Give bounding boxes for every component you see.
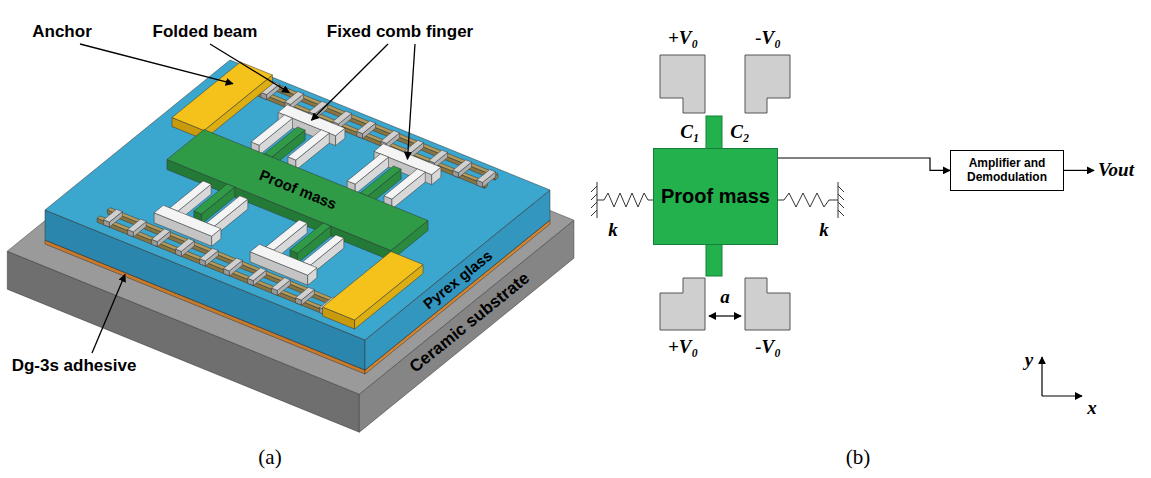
voltage-label: -V₀ xyxy=(755,337,781,358)
electrode xyxy=(660,278,705,330)
box-text: Proof mass xyxy=(661,185,770,208)
beam-rung xyxy=(152,229,171,242)
anchor xyxy=(323,252,423,321)
signal-label: Vout xyxy=(1098,160,1134,181)
axis-label: y xyxy=(1025,350,1033,371)
fixed-comb xyxy=(266,220,307,250)
fixed-comb xyxy=(207,196,248,226)
folded-beam xyxy=(107,210,337,308)
axis-arrow xyxy=(1041,357,1042,396)
part-label: Fixed comb finger xyxy=(327,23,473,42)
leader-lines xyxy=(80,44,415,353)
signal-connector xyxy=(778,158,950,170)
capacitance-label: C₂ xyxy=(730,122,749,143)
beam-rung xyxy=(248,268,267,281)
moving-finger xyxy=(360,166,401,196)
fixed-comb xyxy=(170,181,211,211)
spring-label: k xyxy=(819,220,829,241)
leader-line xyxy=(311,44,388,120)
beam-rung xyxy=(296,287,315,300)
beam-rung xyxy=(224,258,243,271)
beam-rung xyxy=(333,111,352,124)
displacement-label: a xyxy=(720,287,730,308)
schematic xyxy=(591,55,1094,396)
spring xyxy=(775,182,844,218)
electrode xyxy=(745,278,790,330)
panel-label: (b) xyxy=(846,446,871,469)
spring xyxy=(591,182,653,218)
beam-rung xyxy=(272,278,291,291)
beam-rung xyxy=(128,219,147,232)
electrode xyxy=(660,55,705,113)
moving-finger xyxy=(264,127,305,157)
panel-label: (a) xyxy=(258,446,281,469)
mems-3d-view xyxy=(7,60,574,432)
beam-rung xyxy=(200,248,219,261)
folded-beam xyxy=(97,216,330,312)
beam-rung xyxy=(453,160,472,173)
beam-rung xyxy=(176,239,195,252)
output-wire xyxy=(1064,170,1094,171)
pyrex-glass xyxy=(45,60,550,340)
leader-line xyxy=(92,275,125,354)
fixed-comb xyxy=(303,235,344,265)
amplifier-box: Amplifier and Demodulation xyxy=(950,150,1064,191)
displacement-arrow xyxy=(709,315,741,316)
box-text: Amplifier and Demodulation xyxy=(956,156,1058,185)
voltage-label: +V₀ xyxy=(668,337,698,358)
beam-rung xyxy=(477,170,496,183)
beam-rung xyxy=(285,92,304,105)
voltage-label: +V₀ xyxy=(668,28,698,49)
axis-arrow xyxy=(1042,395,1082,396)
part-label: Folded beam xyxy=(153,23,258,42)
beam-rung xyxy=(381,131,400,144)
leader-line xyxy=(407,44,415,159)
part-label: Dg-3s adhesive xyxy=(12,357,137,376)
beam-rung xyxy=(429,150,448,163)
spring-label: k xyxy=(608,220,618,241)
beam-rung xyxy=(357,121,376,134)
folded-beam xyxy=(107,208,340,304)
leader-line xyxy=(80,44,233,84)
axis-label: x xyxy=(1087,398,1097,419)
capacitance-label: C₁ xyxy=(680,122,699,143)
folded-beam xyxy=(97,218,327,316)
voltage-label: -V₀ xyxy=(755,28,781,49)
proof-mass-box: Proof mass xyxy=(653,148,778,245)
leader-line xyxy=(210,44,289,93)
part-label: Anchor xyxy=(32,23,92,42)
electrode xyxy=(745,55,790,113)
beam-rung xyxy=(104,209,123,222)
